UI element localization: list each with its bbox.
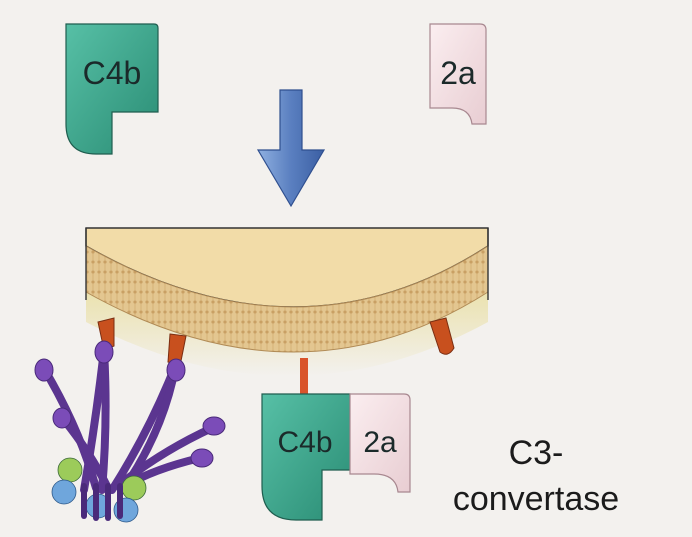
down-arrow-icon (258, 90, 324, 206)
c4b-free-label: C4b (83, 55, 142, 91)
c3-convertase-label-line1: C3- (509, 434, 564, 472)
c4b-bound-label: C4b (277, 426, 332, 459)
2a-bound-label: 2a (363, 426, 397, 459)
c4b-free-protein: C4b (66, 24, 158, 154)
cell-membrane (86, 228, 488, 376)
tether-link (300, 358, 308, 394)
2a-free-label: 2a (440, 55, 476, 91)
c3-convertase-label-line2: convertase (453, 480, 619, 518)
2a-free-protein: 2a (430, 24, 486, 124)
c4b2a-complex: C4b 2a (262, 394, 410, 520)
